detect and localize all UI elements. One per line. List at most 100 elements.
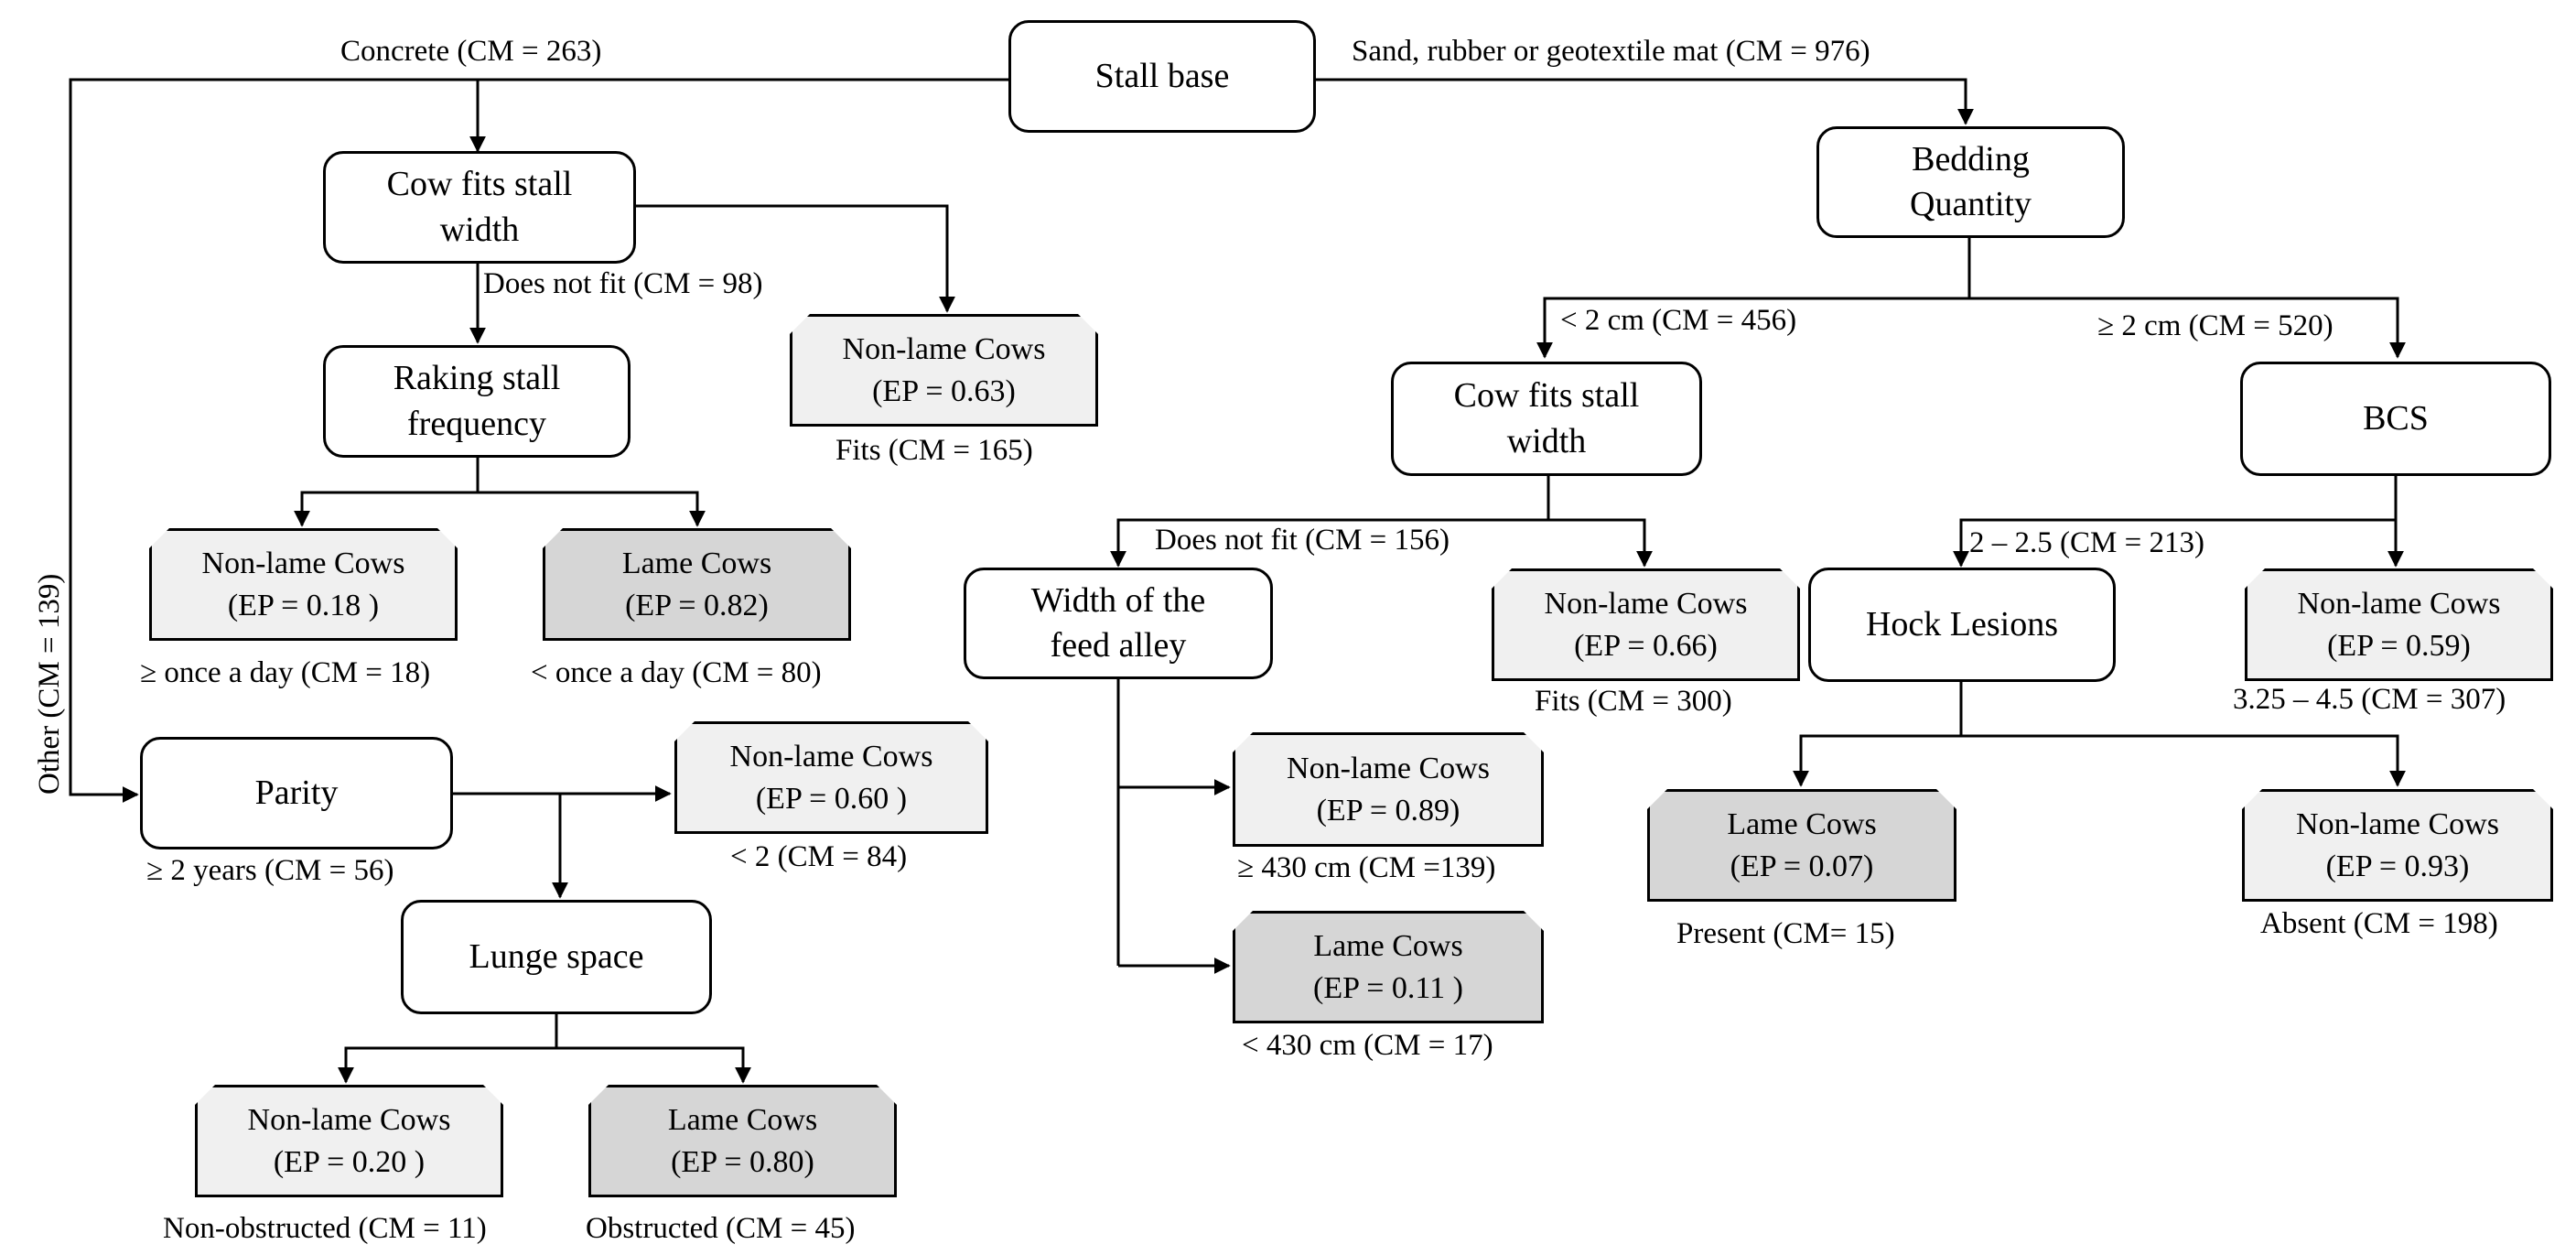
edge-label-lt-2cm: < 2 cm (CM = 456): [1560, 304, 1797, 337]
node-lunge-space-label: Lunge space: [469, 936, 644, 976]
edge-label-once-day: ≥ once a day (CM = 18): [140, 656, 431, 689]
edge-non-obstructed: [338, 1046, 556, 1084]
leaf-lame-080: Lame Cows (EP = 0.80): [588, 1085, 897, 1197]
node-line: Cow fits stall: [386, 165, 573, 204]
edge-label-ge-430: ≥ 430 cm (CM =139): [1237, 851, 1496, 884]
edge-label-concrete: Concrete (CM = 263): [340, 35, 602, 68]
leaf-ep: (EP = 0.89): [1316, 793, 1460, 828]
edge-once-day: [294, 491, 478, 527]
edge-bcs-low: [1953, 518, 2396, 568]
edge-label-fits-300: Fits (CM = 300): [1535, 685, 1732, 718]
edge-sand: [1316, 78, 1974, 125]
edge-label-does-not-fit-2: Does not fit (CM = 156): [1155, 524, 1450, 557]
leaf-non-lame-066: Non-lame Cows (EP = 0.66): [1492, 568, 1800, 681]
leaf-ep: (EP = 0.18 ): [227, 588, 380, 622]
edge-other: [69, 78, 478, 803]
node-line: Quantity: [1910, 185, 2032, 223]
edge-label-lt-2: < 2 (CM = 84): [730, 840, 908, 873]
node-bedding-quantity: Bedding Quantity: [1816, 126, 2125, 238]
edge-label-lt-once-day: < once a day (CM = 80): [531, 656, 822, 689]
leaf-title: Non-lame Cows: [2297, 586, 2501, 621]
edge-obstructed: [556, 1046, 751, 1084]
edge-concrete: [469, 78, 1008, 153]
node-raking-stall-frequency: Raking stall frequency: [323, 345, 631, 458]
leaf-label: Non-lame Cows (EP = 0.60 ): [730, 736, 933, 820]
node-label: Raking stall frequency: [393, 356, 561, 447]
edge-label-fits-165: Fits (CM = 165): [835, 434, 1033, 467]
node-line: width: [439, 210, 520, 249]
edge-fits-300: [1548, 518, 1653, 568]
edge-does-not-fit-2: [1110, 518, 1548, 568]
node-label: Cow fits stall width: [1454, 373, 1640, 464]
node-lunge-space: Lunge space: [401, 900, 712, 1014]
leaf-title: Non-lame Cows: [842, 331, 1046, 366]
leaf-label: Non-lame Cows (EP = 0.20 ): [248, 1099, 451, 1184]
edge-label-lt-430: < 430 cm (CM = 17): [1242, 1029, 1493, 1062]
node-line: width: [1506, 421, 1587, 460]
edge-fits-165: [636, 204, 955, 313]
edge-label-other: Other (CM = 139): [33, 573, 66, 795]
edge-absent: [1961, 734, 2406, 787]
leaf-label: Lame Cows (EP = 0.80): [668, 1099, 817, 1184]
node-label: Width of the feed alley: [1031, 579, 1206, 669]
leaf-ep: (EP = 0.20 ): [273, 1144, 426, 1179]
leaf-title: Non-lame Cows: [2296, 806, 2499, 841]
edge-present: [1793, 734, 1961, 787]
edge-label-bcs-high: 3.25 – 4.5 (CM = 307): [2233, 683, 2506, 716]
leaf-ep: (EP = 0.11 ): [1313, 970, 1463, 1005]
leaf-lame-007: Lame Cows (EP = 0.07): [1647, 789, 1956, 902]
edge-label-ge-2cm: ≥ 2 cm (CM = 520): [2097, 309, 2333, 342]
leaf-title: Lame Cows: [667, 1102, 818, 1137]
node-cow-fits-stall-width-1: Cow fits stall width: [323, 151, 636, 264]
node-hock-lesions: Hock Lesions: [1808, 568, 2116, 682]
node-parity-label: Parity: [254, 773, 339, 812]
node-line: feed alley: [1050, 626, 1187, 665]
leaf-label: Non-lame Cows (EP = 0.93): [2296, 804, 2499, 888]
leaf-title: Non-lame Cows: [729, 739, 933, 774]
edge-ge-2cm: [1969, 297, 2406, 359]
edge-label-ge-2-years: ≥ 2 years (CM = 56): [146, 854, 394, 887]
node-cow-fits-stall-width-2: Cow fits stall width: [1391, 362, 1702, 476]
leaf-label: Lame Cows (EP = 0.82): [622, 543, 771, 627]
node-line: Raking stall: [393, 359, 561, 398]
edge-label-obstructed: Obstructed (CM = 45): [586, 1212, 856, 1245]
leaf-label: Lame Cows (EP = 0.11 ): [1313, 925, 1463, 1010]
edge-label-sand: Sand, rubber or geotextile mat (CM = 976…: [1352, 35, 1870, 68]
node-label: Cow fits stall width: [387, 162, 573, 253]
edge-label-bcs-low: 2 – 2.5 (CM = 213): [1969, 526, 2204, 559]
leaf-lame-082: Lame Cows (EP = 0.82): [543, 528, 851, 641]
leaf-non-lame-089: Non-lame Cows (EP = 0.89): [1233, 732, 1544, 847]
leaf-label: Non-lame Cows (EP = 0.66): [1545, 583, 1748, 667]
leaf-ep: (EP = 0.59): [2327, 628, 2471, 663]
leaf-ep: (EP = 0.07): [1730, 849, 1874, 883]
leaf-title: Lame Cows: [1727, 806, 1877, 841]
leaf-ep: (EP = 0.80): [671, 1144, 814, 1179]
leaf-non-lame-063: Non-lame Cows (EP = 0.63): [790, 314, 1098, 427]
node-bcs: BCS: [2240, 362, 2551, 476]
edge-label-non-obstructed: Non-obstructed (CM = 11): [163, 1212, 487, 1245]
edge-label-present: Present (CM= 15): [1676, 917, 1895, 950]
leaf-lame-011: Lame Cows (EP = 0.11 ): [1233, 911, 1544, 1023]
edge-label-does-not-fit-1: Does not fit (CM = 98): [483, 267, 763, 300]
leaf-ep: (EP = 0.63): [872, 373, 1016, 408]
node-parity: Parity: [140, 737, 453, 849]
leaf-label: Non-lame Cows (EP = 0.63): [843, 329, 1046, 413]
node-bcs-label: BCS: [2363, 398, 2429, 438]
leaf-ep: (EP = 0.82): [625, 588, 769, 622]
leaf-non-lame-020: Non-lame Cows (EP = 0.20 ): [195, 1085, 503, 1197]
leaf-ep: (EP = 0.60 ): [755, 781, 908, 816]
node-line: Cow fits stall: [1453, 376, 1640, 416]
edge-label-absent: Absent (CM = 198): [2260, 907, 2498, 940]
node-hock-lesions-label: Hock Lesions: [1865, 604, 2059, 644]
leaf-title: Non-lame Cows: [247, 1102, 451, 1137]
leaf-non-lame-018: Non-lame Cows (EP = 0.18 ): [149, 528, 458, 641]
leaf-title: Non-lame Cows: [201, 546, 405, 580]
leaf-label: Non-lame Cows (EP = 0.18 ): [202, 543, 405, 627]
node-line: Bedding: [1912, 139, 2030, 179]
leaf-title: Non-lame Cows: [1544, 586, 1748, 621]
node-width-of-feed-alley: Width of the feed alley: [964, 568, 1273, 679]
node-label: Bedding Quantity: [1910, 137, 2032, 228]
leaf-ep: (EP = 0.66): [1574, 628, 1718, 663]
